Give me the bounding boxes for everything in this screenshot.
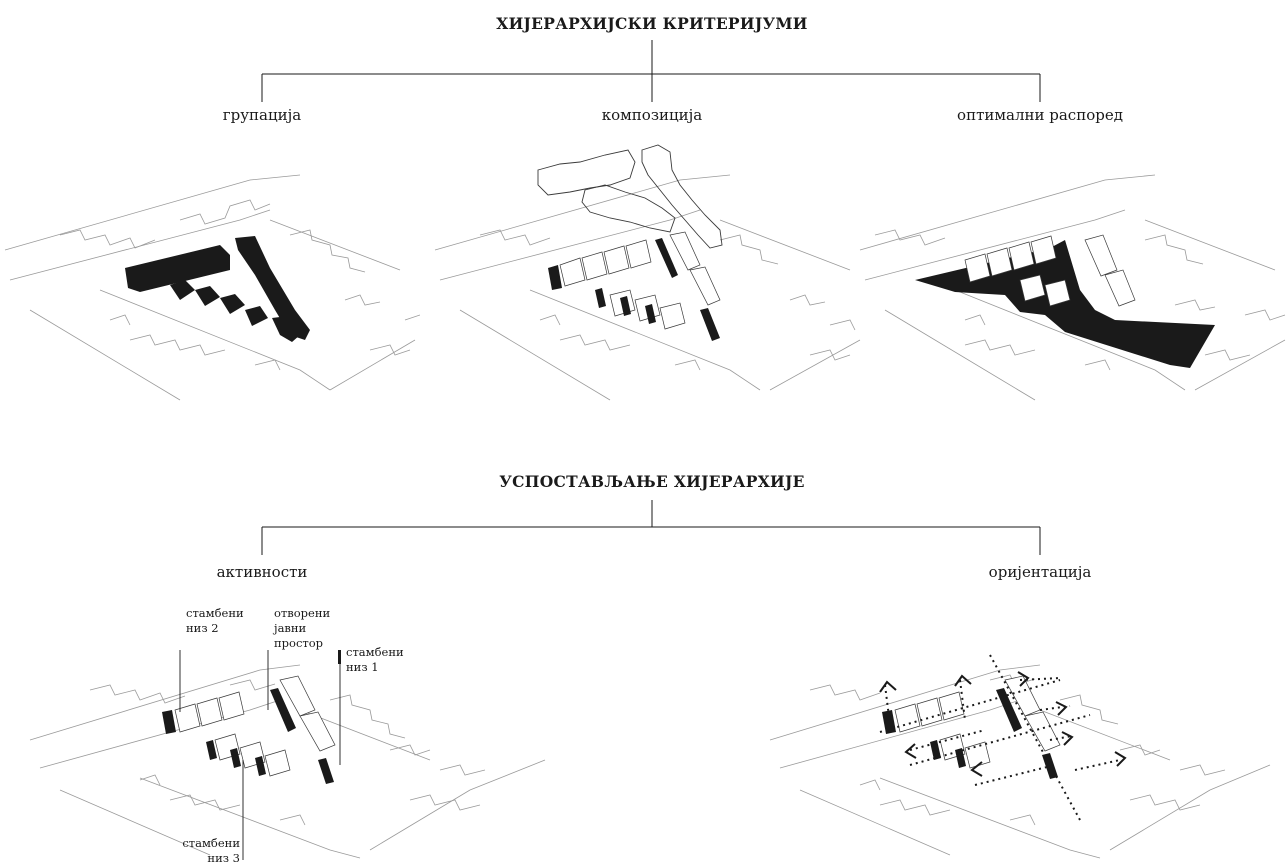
orientation-site-plan bbox=[760, 640, 1280, 860]
optimal-layout-site-plan bbox=[855, 140, 1287, 410]
orientation-axes bbox=[879, 654, 1121, 821]
label-housing-row-1: стамбени низ 1 bbox=[346, 645, 404, 674]
establishing-title: УСПОСТАВЉАЊЕ ХИЈЕРАРХИЈЕ bbox=[499, 472, 805, 491]
criteria-title: ХИЈЕРАРХИЈСКИ КРИТЕРИЈУМИ bbox=[496, 14, 808, 33]
white-buildings bbox=[559, 231, 721, 330]
label-composition: композиција bbox=[601, 106, 703, 124]
composition-outlines bbox=[537, 144, 723, 249]
annotation-leaders bbox=[179, 650, 341, 860]
dark-building-masses bbox=[125, 236, 310, 342]
activities-site-plan bbox=[0, 650, 560, 860]
grouping-site-plan bbox=[0, 140, 420, 410]
annotation-ticks bbox=[338, 650, 341, 664]
label-housing-row-3: стамбени низ 3 bbox=[182, 836, 240, 865]
white-buildings bbox=[964, 234, 1136, 307]
label-orientation: оријентација bbox=[988, 563, 1092, 581]
dark-facades bbox=[548, 238, 720, 341]
site-context-lines bbox=[859, 174, 1286, 401]
label-optimal-layout: оптимални распоред bbox=[957, 106, 1123, 124]
label-housing-row-2: стамбени низ 2 bbox=[186, 606, 244, 635]
white-buildings bbox=[894, 675, 1061, 769]
dark-facades bbox=[162, 688, 334, 784]
site-context-lines bbox=[29, 664, 546, 859]
dark-open-space bbox=[915, 240, 1215, 368]
site-context-lines bbox=[4, 174, 420, 401]
label-activities: активности bbox=[216, 563, 308, 581]
site-context-lines bbox=[434, 174, 861, 401]
label-open-public-space: отворени јавни простор bbox=[274, 606, 331, 650]
label-grouping: групација bbox=[222, 106, 302, 124]
composition-site-plan bbox=[430, 140, 870, 410]
white-buildings bbox=[174, 675, 336, 777]
orientation-arrowheads bbox=[879, 671, 1127, 777]
